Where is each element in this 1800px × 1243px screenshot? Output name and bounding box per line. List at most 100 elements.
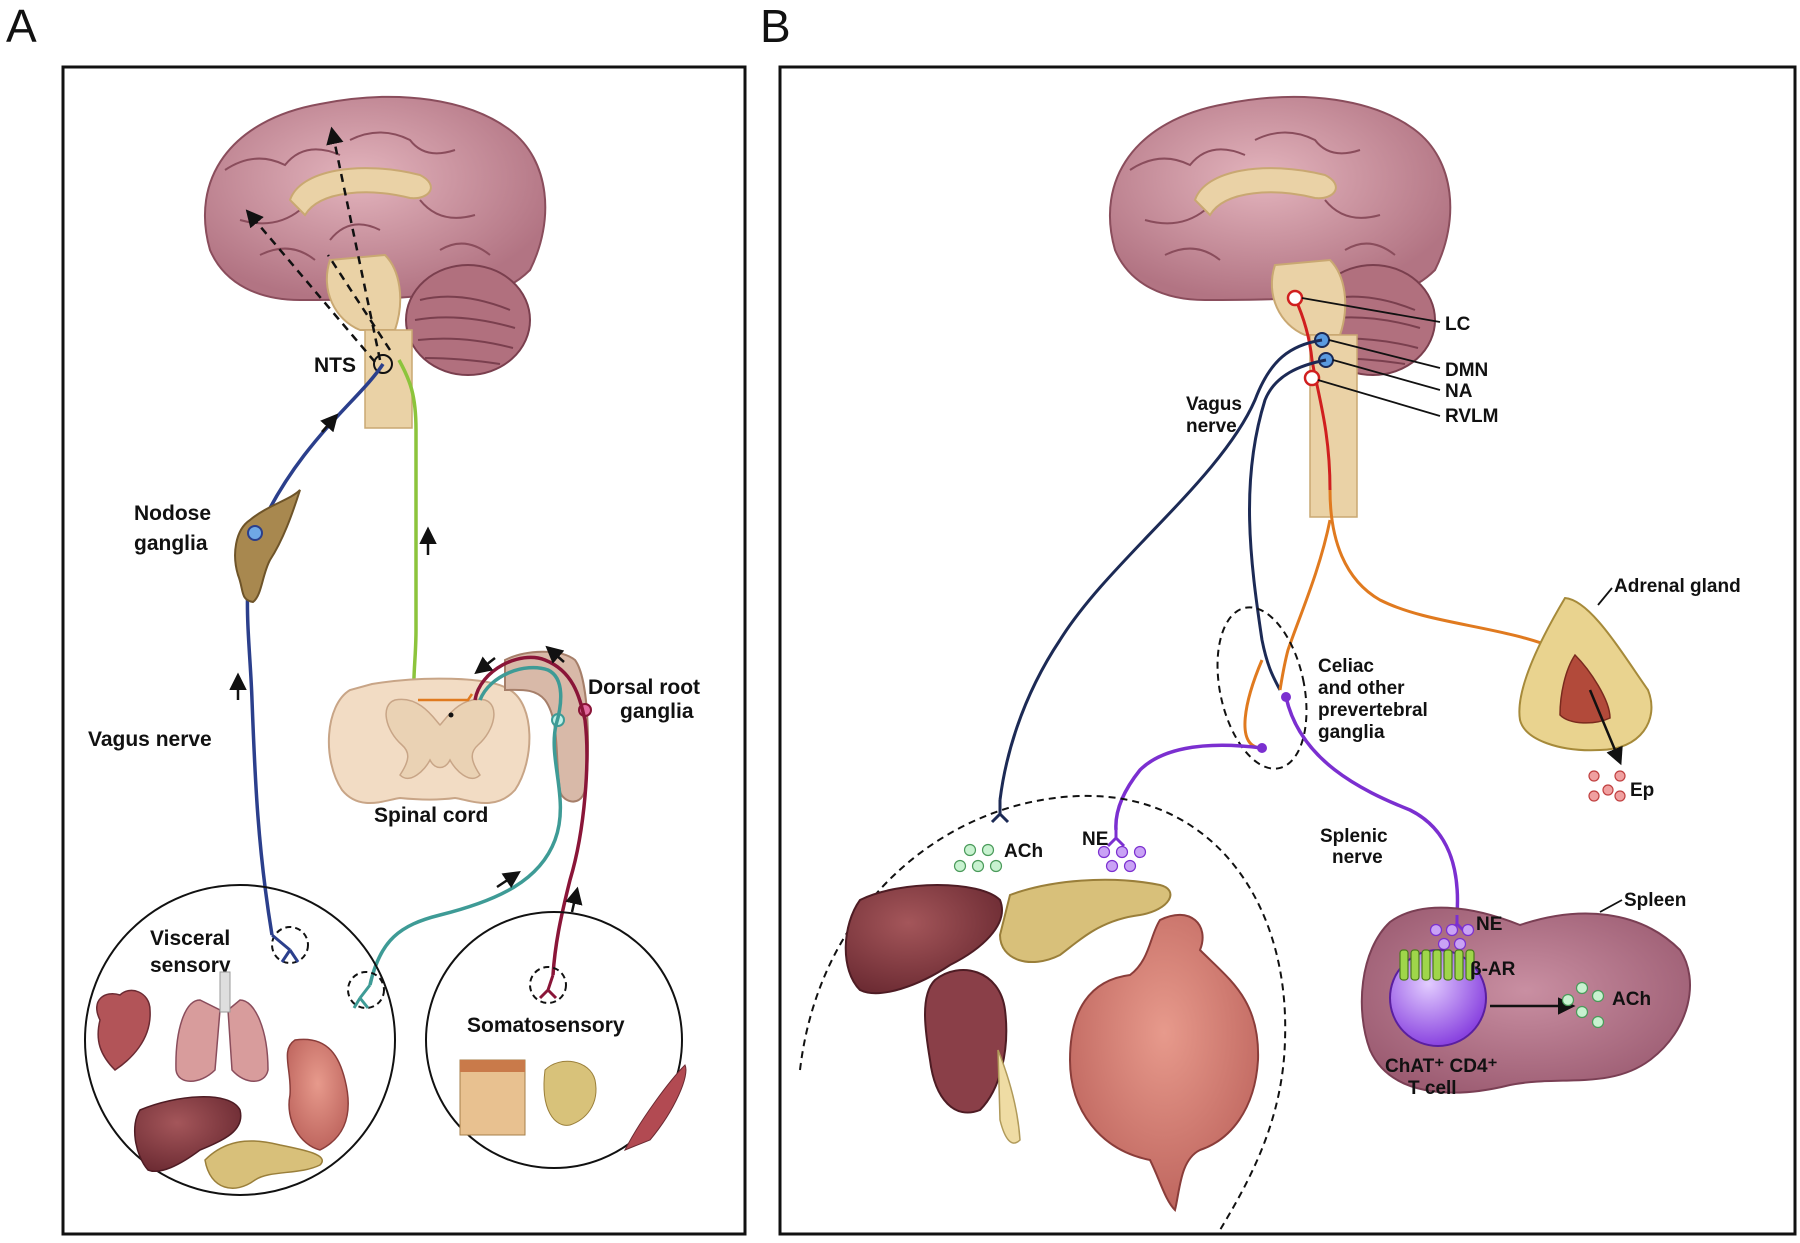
panel-b-frame	[778, 65, 1797, 1236]
celiac-label-line4: ganglia	[1318, 722, 1385, 743]
spinal-relay-orange	[418, 693, 474, 702]
splenic-label-line1: Splenic	[1320, 826, 1388, 847]
visceral-label-line1: Visceral	[150, 927, 230, 950]
trachea-illustration	[219, 971, 231, 1013]
somatic-ending	[538, 974, 558, 1000]
visceral-organs-group	[96, 971, 349, 1189]
brain-b-illustration	[1109, 95, 1452, 518]
visceral-spinal-arrow	[496, 871, 521, 889]
ne-gut-label: NE	[1082, 829, 1108, 850]
vagus-nerve-label-a: Vagus nerve	[88, 728, 212, 751]
spinal-cord-label: Spinal cord	[374, 804, 488, 827]
panel-a-frame	[61, 65, 747, 1236]
splenic-label-line2: nerve	[1332, 847, 1383, 868]
liver-illustration-b	[844, 884, 1003, 995]
visceral-spinal-ending-highlight	[347, 971, 385, 1009]
nodose-label-line1: Nodose	[134, 502, 211, 525]
nodose-neuron	[247, 525, 263, 541]
somatic-tissues-group	[459, 1059, 687, 1151]
celiac-ganglia-boundary	[1216, 606, 1308, 770]
beta-ar-label: β-AR	[1470, 959, 1516, 980]
vagus-efferent-to-viscera	[998, 338, 1323, 801]
adrenal-label: Adrenal gland	[1614, 576, 1741, 597]
rvlm-label: RVLM	[1445, 406, 1498, 427]
ach-gut-label: ACh	[1004, 841, 1043, 862]
vagus-label-b-line1: Vagus	[1186, 394, 1242, 415]
drg-arrow-left	[474, 656, 496, 675]
ach-spleen-label: ACh	[1612, 989, 1651, 1010]
ne-ending-gut	[1106, 830, 1126, 848]
drg-structure	[504, 650, 589, 803]
visceral-spinal-ending	[352, 984, 372, 1009]
spleen-label: Spleen	[1624, 890, 1686, 911]
viscera-region-boundary	[799, 794, 1287, 1231]
heart-illustration	[96, 989, 151, 1071]
sympathetic-to-celiac	[1278, 519, 1332, 691]
beta-adrenergic-receptors	[1399, 949, 1475, 981]
t-cell-label-line2: T cell	[1408, 1078, 1457, 1099]
somatic-arrow	[565, 886, 583, 913]
ep-label: Ep	[1630, 780, 1654, 801]
vagal-ending-gut	[990, 800, 1010, 824]
somatosensory-label: Somatosensory	[467, 1014, 625, 1037]
visceral-ending-highlight	[271, 926, 309, 964]
kidney-illustration	[924, 969, 1008, 1114]
stomach-intestine-illustration-b	[1068, 913, 1260, 1212]
na-label: NA	[1445, 381, 1473, 402]
drg-arrow-top	[545, 645, 565, 664]
somatic-fiber	[473, 655, 589, 976]
viscera-organs-group	[844, 878, 1260, 1212]
nts-nucleus-marker	[373, 354, 393, 374]
nts-projection-arrows	[245, 126, 392, 363]
visceral-label-line2: sensory	[150, 954, 231, 977]
vagus-label-b-line2: nerve	[1186, 416, 1237, 437]
joint-bone-illustration	[543, 1060, 597, 1126]
visceral-vagal-ending	[271, 933, 300, 963]
rvlm-nucleus	[1303, 369, 1321, 387]
celiac-label-line1: Celiac	[1318, 656, 1374, 677]
skin-surface-band	[460, 1060, 525, 1072]
liver-illustration-a	[133, 1096, 242, 1172]
adrenal-leader	[1597, 587, 1613, 606]
drg-label-line2: ganglia	[620, 700, 694, 723]
panel-b-letter: B	[760, 0, 791, 52]
spleen-leader	[1599, 899, 1623, 913]
nuclei-leader-lines	[1301, 297, 1441, 417]
lc-label: LC	[1445, 314, 1471, 335]
brain-a-illustration	[204, 95, 547, 429]
somatic-ending-highlight	[529, 966, 567, 1004]
muscle-illustration	[623, 1064, 687, 1151]
celiac-label-line2: and other	[1318, 678, 1405, 699]
somatosensory-circle	[425, 911, 683, 1169]
celiac-label-line3: prevertebral	[1318, 700, 1428, 721]
visceral-organs-circle	[84, 884, 396, 1196]
vagus-up-arrow-2	[320, 413, 339, 433]
nts-label: NTS	[314, 354, 356, 377]
drg-label-line1: Dorsal root	[588, 676, 700, 699]
ureter-illustration	[997, 1049, 1021, 1144]
panel-a-letter: A	[6, 0, 37, 52]
ach-granules-spleen	[1561, 981, 1605, 1029]
lc-nucleus	[1286, 289, 1304, 307]
ep-release-arrow	[1588, 689, 1623, 766]
nodose-label-line2: ganglia	[134, 532, 208, 555]
ne-fiber-to-gut	[1114, 743, 1263, 831]
vagus-afferent-fiber	[245, 363, 385, 936]
t-cell-label-line1: ChAT⁺ CD4⁺	[1385, 1056, 1498, 1077]
pancreas-illustration-b	[998, 878, 1172, 964]
vagus-efferent-to-celiac	[1248, 358, 1327, 691]
spinal-cord-section	[327, 677, 531, 805]
splenic-nerve-fiber	[1284, 696, 1460, 916]
ne-spleen-label: NE	[1476, 914, 1502, 935]
dmn-label: DMN	[1445, 360, 1488, 381]
ach-granules-gut	[953, 843, 1003, 873]
epinephrine-granules	[1588, 770, 1626, 802]
lungs-illustration	[175, 999, 269, 1082]
nodose-ganglion	[234, 489, 301, 604]
pancreas-illustration-a	[204, 1140, 323, 1189]
ne-granules-spleen	[1429, 923, 1475, 951]
stomach-intestine-illustration	[286, 1038, 349, 1151]
sympathetic-to-gut	[1243, 659, 1264, 750]
ne-granules-gut	[1097, 845, 1147, 873]
